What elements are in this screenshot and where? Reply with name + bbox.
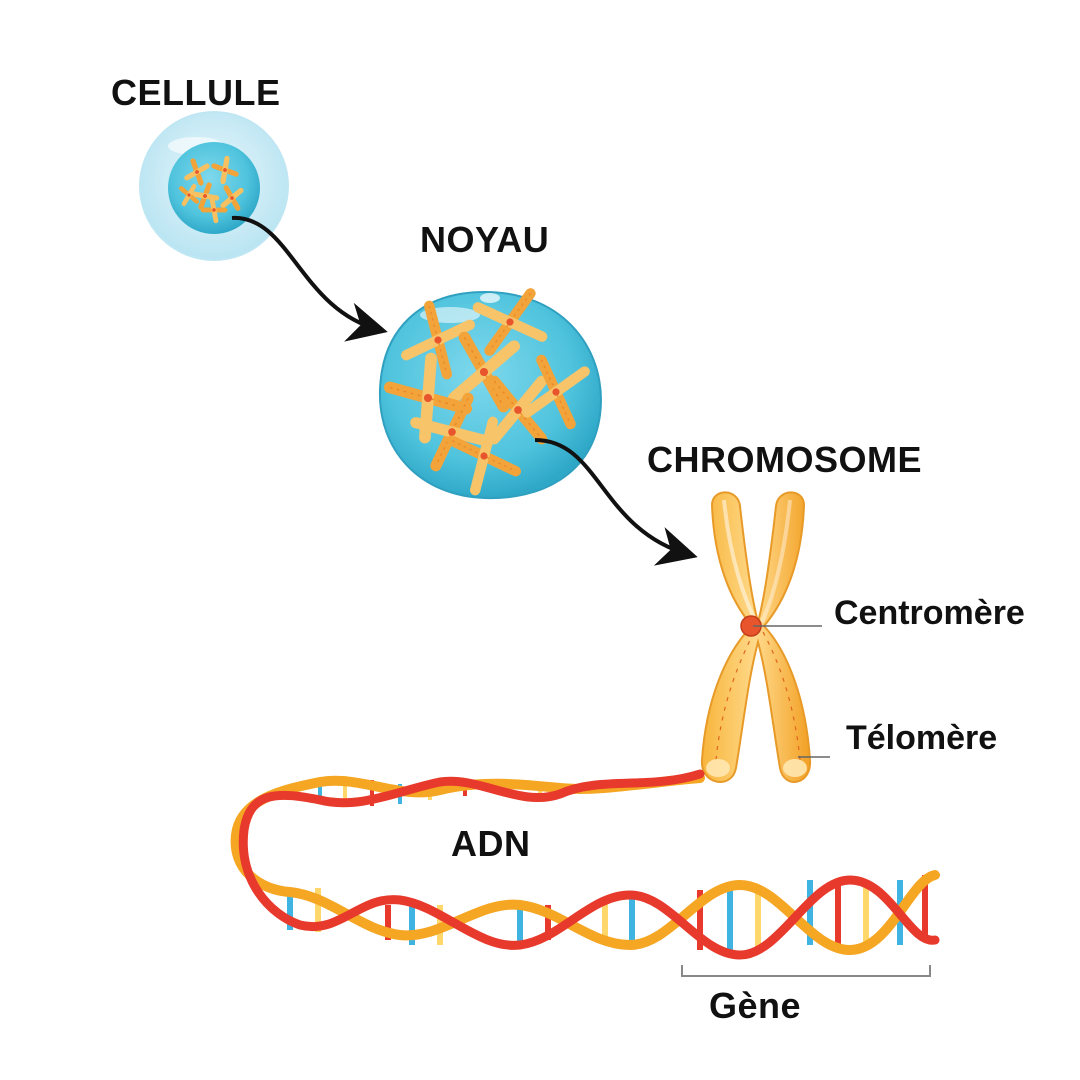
nucleus-label: NOYAU <box>420 219 550 260</box>
chromosome-icon <box>700 491 812 783</box>
arrow-icon <box>534 438 698 566</box>
cell-label: CELLULE <box>111 72 281 113</box>
gene-bracket <box>681 965 931 977</box>
cell-icon <box>139 111 289 261</box>
chromosome-label: CHROMOSOME <box>647 439 922 480</box>
dna-label: ADN <box>451 823 531 864</box>
nucleus-icon <box>378 292 602 500</box>
telomere-label: Télomère <box>846 719 998 757</box>
dna-helix-icon <box>230 769 940 960</box>
centromere-label: Centromère <box>834 594 1025 632</box>
arrow-icon <box>231 215 388 342</box>
gene-label: Gène <box>709 985 802 1026</box>
telomere-marker <box>783 759 807 777</box>
